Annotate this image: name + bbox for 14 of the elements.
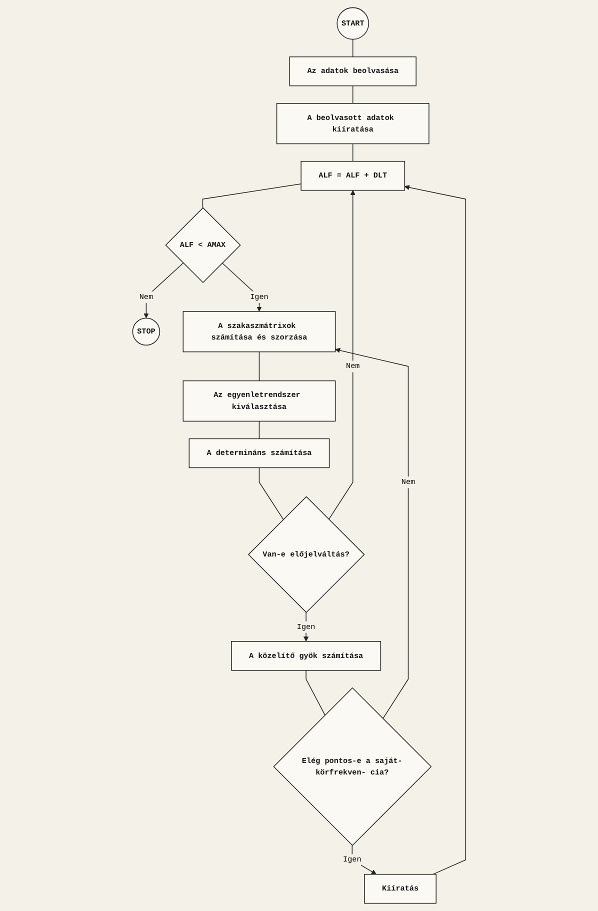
arrow [303,612,308,642]
connector [352,38,354,58]
arrow [143,262,184,318]
connector [306,670,326,716]
arrow [334,348,408,720]
arrow [222,262,262,312]
connector [352,85,354,104]
connector [258,467,284,520]
connector [258,351,260,382]
arrow [404,184,466,875]
connector [352,143,354,162]
connector [258,420,260,440]
connector [202,183,302,208]
arrow [328,190,356,520]
